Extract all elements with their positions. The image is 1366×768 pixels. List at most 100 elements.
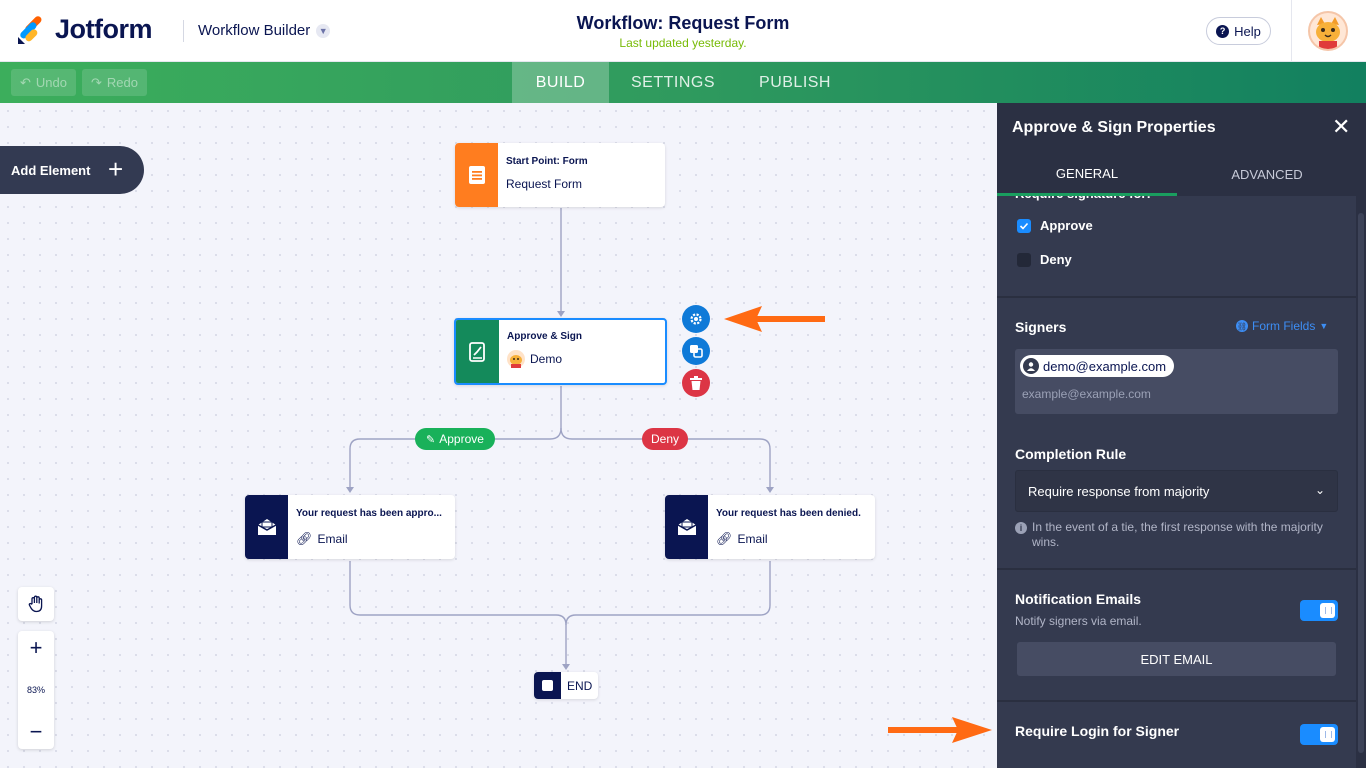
node-kind: Approve & Sign — [507, 331, 583, 342]
annotation-arrow-icon — [724, 306, 825, 332]
help-label: Help — [1234, 23, 1261, 39]
node-delete-button[interactable] — [682, 369, 710, 397]
panel-header: Approve & Sign Properties ✕ — [997, 103, 1366, 153]
node-type: 🔗︎ Email — [296, 531, 442, 547]
completion-rule-label: Completion Rule — [1015, 446, 1127, 462]
chevron-down-icon: ▼ — [316, 23, 331, 38]
workflow-canvas[interactable]: Add Element + Start Point: Form Request … — [0, 103, 997, 768]
chevron-down-icon: ⌄ — [1314, 483, 1325, 497]
avatar-character-icon — [1310, 13, 1346, 49]
notification-label: Notification Emails — [1015, 591, 1142, 607]
node-duplicate-button[interactable] — [682, 337, 710, 365]
copy-icon — [690, 345, 703, 358]
option-deny-label: Deny — [1040, 252, 1072, 267]
node-type-label: Email — [317, 532, 348, 546]
node-kind: Your request has been denied. — [716, 508, 861, 519]
branch-approve-pill[interactable]: ✎ Approve — [415, 428, 495, 450]
tab-settings[interactable]: SETTINGS — [630, 73, 715, 91]
zoom-out-button[interactable]: − — [29, 719, 43, 744]
undo-icon: ↶ — [20, 74, 31, 90]
branch-approve-label: Approve — [439, 432, 484, 446]
node-settings-button[interactable] — [682, 305, 710, 333]
app-header: Jotform Workflow Builder ▼ Workflow: Req… — [0, 0, 1366, 62]
toggle-knob — [1320, 603, 1335, 618]
require-login-toggle[interactable] — [1300, 724, 1338, 745]
branch-deny-label: Deny — [650, 432, 679, 446]
checkbox-empty-icon[interactable] — [1017, 252, 1031, 267]
option-deny[interactable]: Deny — [1017, 252, 1072, 267]
user-avatar[interactable] — [1308, 11, 1348, 51]
redo-label: Redo — [106, 75, 138, 90]
notification-section: Notification Emails Notify signers via e… — [997, 570, 1356, 702]
end-label: END — [567, 678, 593, 693]
branch-deny-pill[interactable]: Deny — [642, 428, 688, 450]
close-icon[interactable]: ✕ — [1332, 114, 1351, 139]
completion-note: i In the event of a tie, the first respo… — [1015, 520, 1325, 550]
option-approve-label: Approve — [1040, 218, 1093, 233]
end-node[interactable]: END — [534, 672, 598, 699]
edit-email-button[interactable]: EDIT EMAIL — [1017, 642, 1336, 676]
plus-icon: + — [108, 154, 124, 184]
node-type-label: Email — [737, 532, 768, 546]
completion-note-text: In the event of a tie, the first respons… — [1032, 520, 1323, 549]
node-kind: Your request has been appro... — [296, 508, 442, 519]
tab-build[interactable]: BUILD — [512, 62, 609, 103]
node-kind: Start Point: Form — [506, 156, 588, 167]
zoom-level: 83% — [26, 685, 45, 695]
help-button[interactable]: ? Help — [1206, 17, 1271, 45]
signers-input[interactable]: demo@example.com example@example.com — [1015, 349, 1338, 414]
redo-button[interactable]: ↷ Redo — [82, 69, 147, 96]
tab-advanced[interactable]: ADVANCED — [1231, 167, 1303, 182]
signers-section: Signers ⛓ Form Fields ▼ demo@example.com… — [997, 298, 1356, 570]
completion-rule-value: Require response from majority — [1028, 483, 1210, 499]
form-icon — [455, 143, 498, 207]
undo-button[interactable]: ↶ Undo — [11, 69, 76, 96]
add-element-label: Add Element — [11, 162, 91, 178]
signer-placeholder: example@example.com — [1022, 387, 1151, 401]
require-signature-section: Require signature for: Approve Deny — [997, 186, 1356, 298]
assignee-name: Demo — [530, 352, 563, 366]
email-denied-node[interactable]: Your request has been denied. 🔗︎ Email — [665, 495, 875, 559]
user-icon — [1023, 358, 1039, 374]
link-icon: ⛓ — [1236, 320, 1248, 332]
hand-icon — [28, 595, 43, 613]
properties-panel: Approve & Sign Properties ✕ Require sign… — [997, 103, 1366, 768]
app-switcher-label: Workflow Builder — [198, 22, 311, 39]
tab-general[interactable]: GENERAL — [997, 153, 1177, 196]
pan-tool-button[interactable] — [18, 587, 54, 621]
app-switcher[interactable]: Workflow Builder ▼ — [198, 22, 331, 39]
chevron-down-icon: ▼ — [1319, 321, 1329, 331]
trash-icon — [690, 376, 702, 390]
panel-scrollbar[interactable] — [1356, 153, 1366, 768]
email-icon — [245, 495, 288, 559]
signer-chip[interactable]: demo@example.com — [1020, 355, 1175, 377]
tab-publish[interactable]: PUBLISH — [759, 73, 831, 91]
panel-title: Approve & Sign Properties — [1012, 119, 1216, 136]
signer-email: demo@example.com — [1043, 358, 1167, 374]
add-element-button[interactable]: Add Element + — [0, 146, 144, 194]
toggle-knob — [1320, 727, 1335, 742]
email-approved-node[interactable]: Your request has been appro... 🔗︎ Email — [245, 495, 455, 559]
form-fields-label: Form Fields — [1252, 319, 1316, 333]
annotation-arrow-icon — [888, 717, 992, 743]
zoom-controls: + 83% − — [18, 631, 54, 749]
jotform-logo-icon — [17, 15, 45, 45]
link-icon: 🔗︎ — [716, 531, 733, 546]
stop-icon — [534, 672, 561, 699]
option-approve[interactable]: Approve — [1017, 218, 1093, 233]
approve-stamp-icon: ✎ — [426, 433, 436, 446]
assignee-avatar-icon — [507, 350, 525, 368]
node-value: Request Form — [506, 177, 583, 191]
completion-rule-select[interactable]: Require response from majority ⌄ — [1015, 470, 1338, 512]
require-login-section: Require Login for Signer — [997, 702, 1356, 768]
start-point-node[interactable]: Start Point: Form Request Form — [455, 143, 665, 207]
approve-sign-node[interactable]: Approve & Sign Demo — [454, 318, 667, 385]
notification-toggle[interactable] — [1300, 600, 1338, 621]
node-assignee: Demo — [507, 350, 582, 368]
zoom-in-button[interactable]: + — [29, 635, 43, 660]
jotform-logo[interactable]: Jotform — [17, 14, 153, 45]
checkbox-checked-icon[interactable] — [1017, 218, 1031, 233]
link-icon: 🔗︎ — [296, 531, 313, 546]
form-fields-dropdown[interactable]: ⛓ Form Fields ▼ — [1236, 319, 1328, 333]
approve-sign-icon — [456, 320, 499, 383]
